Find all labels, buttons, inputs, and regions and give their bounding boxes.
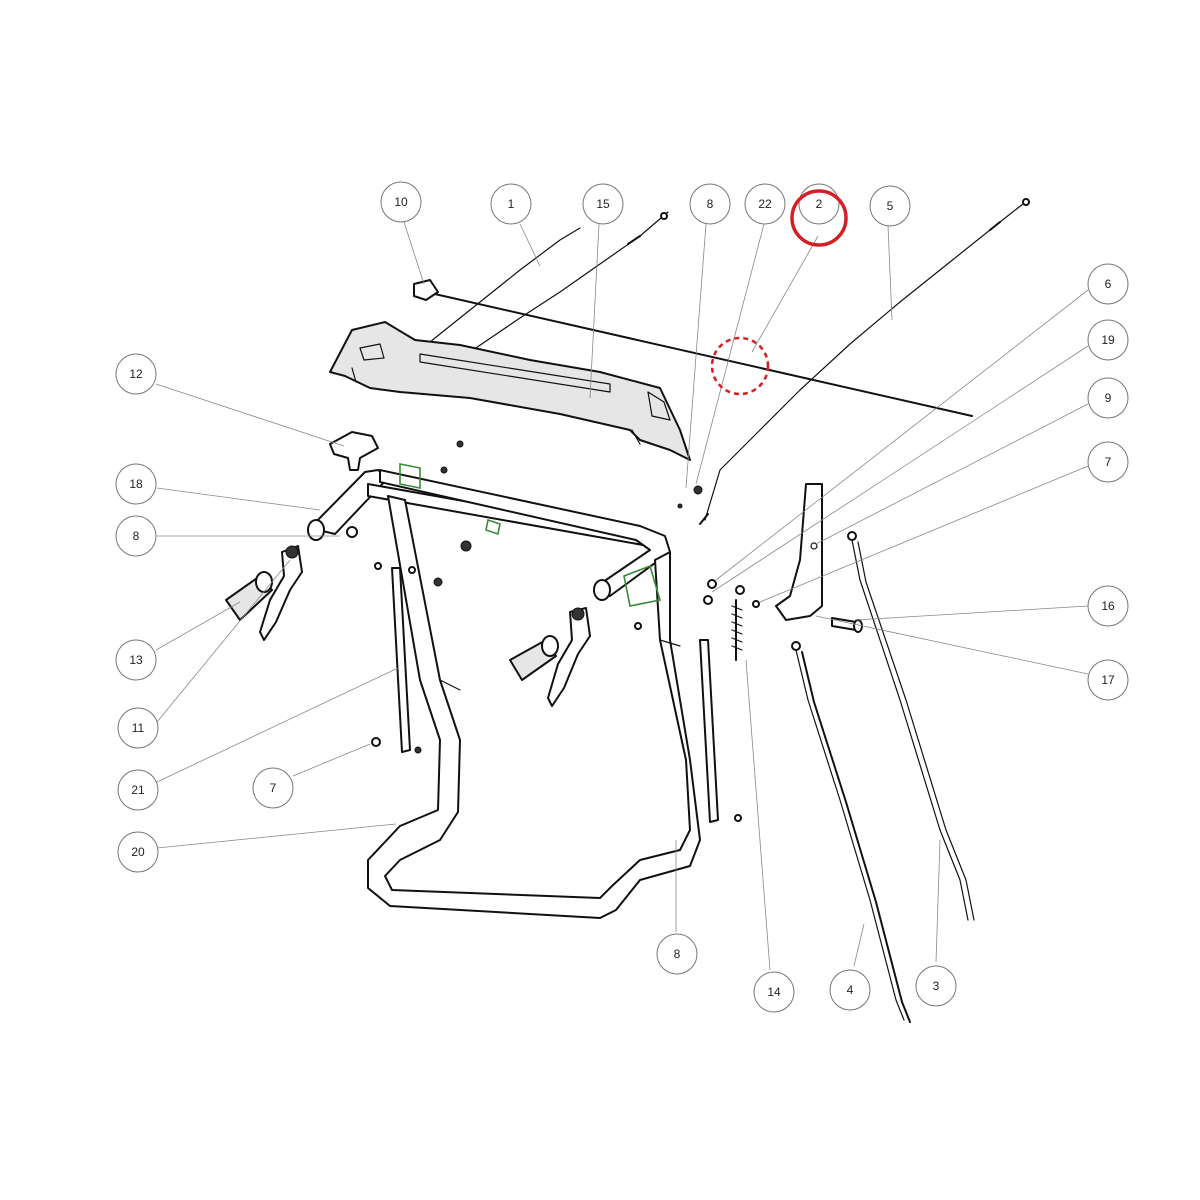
callout-circle	[1087, 319, 1129, 361]
part-18-upper-handle	[307, 463, 671, 601]
callout-label: 21	[131, 783, 145, 797]
callout-circle	[117, 707, 159, 749]
callout-label: 8	[133, 529, 140, 543]
callout-c8b: 8	[115, 515, 157, 557]
callout-label: 5	[887, 199, 894, 213]
exploded-parts-drawing	[225, 198, 1030, 1023]
callout-label: 8	[707, 197, 714, 211]
callout-circle	[115, 639, 157, 681]
callout-c3: 3	[915, 965, 957, 1007]
callout-circle	[582, 183, 624, 225]
callout-c8c: 8	[656, 933, 698, 975]
callout-c10: 10	[380, 181, 422, 223]
part-16-bracket-plate	[775, 483, 823, 621]
callout-c22: 22	[744, 183, 786, 225]
part-20-lower-handle-frame	[367, 495, 701, 919]
part-5-cable	[699, 198, 1030, 525]
part-15-console-cover	[329, 321, 691, 461]
callout-label: 20	[131, 845, 145, 859]
callout-circle	[115, 353, 157, 395]
callout-label: 22	[758, 197, 772, 211]
callout-label: 14	[767, 985, 781, 999]
callout-circle	[115, 515, 157, 557]
callout-circle	[656, 933, 698, 975]
highlight-target-dashed-ring	[710, 336, 770, 396]
part-3-cable	[847, 531, 975, 921]
callout-c6: 6	[1087, 263, 1129, 305]
callout-label: 19	[1101, 333, 1115, 347]
callout-c9: 9	[1087, 377, 1129, 419]
callout-label: 3	[933, 979, 940, 993]
callout-label: 17	[1101, 673, 1115, 687]
callout-label: 10	[394, 195, 408, 209]
callout-c1: 1	[490, 183, 532, 225]
right-lever	[547, 607, 591, 707]
callout-circle	[689, 183, 731, 225]
callout-label: 12	[129, 367, 143, 381]
callout-circle	[915, 965, 957, 1007]
callout-label: 11	[132, 721, 145, 735]
callout-circle	[380, 181, 422, 223]
callout-c11: 11	[117, 707, 159, 749]
part-11-left-lever	[259, 545, 303, 641]
callout-label: 9	[1105, 391, 1112, 405]
part-12-bracket	[329, 431, 379, 471]
callout-c7a: 7	[1087, 441, 1129, 483]
right-grip	[509, 635, 559, 681]
callout-circle	[252, 767, 294, 809]
callout-c8a: 8	[689, 183, 731, 225]
callout-c19: 19	[1087, 319, 1129, 361]
callout-label: 18	[129, 477, 143, 491]
callout-circle	[753, 971, 795, 1013]
callout-circle	[117, 831, 159, 873]
callout-label: 7	[1105, 455, 1112, 469]
callout-circle	[829, 969, 871, 1011]
callout-circle	[117, 769, 159, 811]
part-15-cable	[469, 211, 669, 353]
callout-c15: 15	[582, 183, 624, 225]
part-21-strut-left	[391, 567, 411, 753]
callout-c12: 12	[115, 353, 157, 395]
callout-circle	[1087, 263, 1129, 305]
callout-label: 6	[1105, 277, 1112, 291]
callout-c20: 20	[117, 831, 159, 873]
callout-label: 8	[674, 947, 681, 961]
callout-label: 4	[847, 983, 854, 997]
callout-circle	[115, 463, 157, 505]
callout-circle	[1087, 441, 1129, 483]
callout-circle	[490, 183, 532, 225]
callout-c18: 18	[115, 463, 157, 505]
callout-label: 7	[270, 781, 277, 795]
part-14-spring	[731, 585, 745, 661]
callout-label: 15	[596, 197, 610, 211]
callout-label: 1	[508, 197, 515, 211]
callout-c17: 17	[1087, 659, 1129, 701]
callout-c13: 13	[115, 639, 157, 681]
callout-circle	[744, 183, 786, 225]
callout-c16: 16	[1087, 585, 1129, 627]
callout-c4: 4	[829, 969, 871, 1011]
callout-circle	[1087, 585, 1129, 627]
callout-c21: 21	[117, 769, 159, 811]
callout-label: 2	[816, 197, 823, 211]
leader-lines	[155, 221, 1089, 971]
part-10-knob-rod	[413, 279, 973, 417]
strut-right	[699, 639, 719, 823]
callout-circle	[1087, 659, 1129, 701]
highlight-ring	[790, 189, 848, 247]
callout-circle	[1087, 377, 1129, 419]
callout-label: 16	[1101, 599, 1115, 613]
callout-c14: 14	[753, 971, 795, 1013]
callout-c7b: 7	[252, 767, 294, 809]
part-4-cable	[791, 641, 911, 1023]
fasteners	[346, 440, 760, 822]
callout-circle	[869, 185, 911, 227]
callout-c5: 5	[869, 185, 911, 227]
callout-label: 13	[129, 653, 143, 667]
